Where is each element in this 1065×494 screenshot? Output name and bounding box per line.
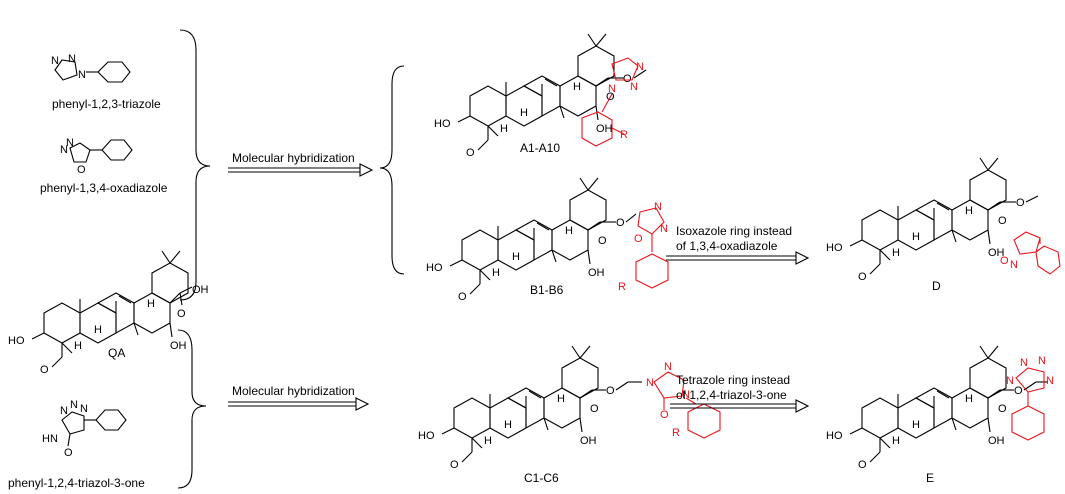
svg-text:O: O bbox=[598, 235, 607, 247]
hybrid-bottom-arrow: Molecular hybridization bbox=[228, 384, 370, 411]
svg-text:O: O bbox=[606, 385, 615, 397]
svg-text:O: O bbox=[616, 217, 625, 229]
tetrazole-line2: of 1,2,4-triazol-3-one bbox=[676, 388, 787, 402]
triazole-label: phenyl-1,2,3-triazole bbox=[52, 97, 161, 111]
svg-text:N: N bbox=[60, 405, 68, 417]
triazolone-fragment: N N HN N O phenyl-1,2,4-triazol-3-one bbox=[8, 399, 145, 490]
compound-c-label: C1-C6 bbox=[524, 471, 559, 485]
hybrid-top-arrow: Molecular hybridization bbox=[228, 151, 374, 177]
compound-e-tetrazole: N N N N E bbox=[926, 355, 1054, 485]
svg-text:O: O bbox=[623, 73, 632, 85]
svg-text:N: N bbox=[682, 389, 690, 401]
compound-b-label: B1-B6 bbox=[530, 283, 564, 297]
svg-text:N: N bbox=[66, 137, 74, 149]
svg-text:N: N bbox=[608, 83, 616, 95]
svg-text:O: O bbox=[998, 215, 1007, 227]
svg-text:R: R bbox=[620, 129, 628, 141]
tetrazole-line1: Tetrazole ring instead bbox=[676, 373, 790, 387]
qa-structure: OH O QA bbox=[7, 250, 209, 377]
svg-text:N: N bbox=[636, 61, 644, 73]
svg-text:O: O bbox=[660, 409, 669, 421]
svg-text:HN: HN bbox=[42, 433, 58, 445]
svg-text:R: R bbox=[672, 427, 680, 439]
svg-text:O: O bbox=[64, 447, 73, 459]
svg-text:N: N bbox=[80, 403, 88, 415]
compound-c: O O bbox=[417, 345, 642, 472]
compound-e-label: E bbox=[926, 471, 934, 485]
svg-text:N: N bbox=[60, 144, 68, 156]
compound-d: O O bbox=[825, 157, 1039, 284]
svg-text:N: N bbox=[51, 55, 59, 67]
svg-text:N: N bbox=[70, 399, 78, 411]
compound-e: O O bbox=[825, 345, 1048, 472]
svg-text:N: N bbox=[1010, 259, 1018, 271]
top-left-brace bbox=[179, 29, 211, 301]
svg-text:N: N bbox=[1020, 357, 1028, 369]
hybrid-top-label: Molecular hybridization bbox=[232, 151, 355, 165]
isoxazole-line1: Isoxazole ring instead bbox=[676, 224, 792, 238]
compound-b-oxadiazole: N N O R B1-B6 bbox=[530, 201, 669, 297]
compound-d-isoxazole: O N D bbox=[932, 231, 1061, 293]
svg-text:O: O bbox=[634, 233, 643, 245]
svg-text:N: N bbox=[664, 361, 672, 373]
compound-c-triazolone: N N N O R C1-C6 bbox=[524, 361, 721, 485]
triazolone-label: phenyl-1,2,4-triazol-3-one bbox=[8, 476, 145, 490]
isoxazole-line2: of 1,3,4-oxadiazole bbox=[676, 239, 778, 253]
svg-text:N: N bbox=[1046, 375, 1054, 387]
triazole-fragment: N N N phenyl-1,2,3-triazole bbox=[51, 53, 161, 111]
middle-brace bbox=[379, 65, 405, 275]
svg-text:N: N bbox=[654, 201, 662, 213]
svg-text:N: N bbox=[630, 81, 638, 93]
bottom-left-brace bbox=[177, 329, 207, 489]
qa-label: QA bbox=[108, 346, 125, 360]
svg-text:O: O bbox=[590, 403, 599, 415]
svg-text:O: O bbox=[1016, 197, 1025, 209]
compound-b: O O bbox=[425, 177, 637, 304]
svg-text:O: O bbox=[1000, 255, 1009, 267]
isoxazole-arrow: Isoxazole ring instead of 1,3,4-oxadiazo… bbox=[666, 224, 810, 265]
svg-text:R: R bbox=[618, 281, 626, 293]
compound-d-label: D bbox=[932, 279, 941, 293]
svg-text:N: N bbox=[1038, 355, 1046, 367]
svg-text:N: N bbox=[1006, 375, 1014, 387]
compound-a-label: A1-A10 bbox=[520, 141, 560, 155]
svg-text:N: N bbox=[660, 223, 668, 235]
svg-text:O: O bbox=[998, 403, 1007, 415]
svg-text:N: N bbox=[78, 69, 86, 81]
svg-text:O: O bbox=[77, 164, 86, 176]
svg-text:N: N bbox=[646, 377, 654, 389]
svg-text:O: O bbox=[177, 308, 186, 320]
oxadiazole-fragment: N N O phenyl-1,3,4-oxadiazole bbox=[40, 137, 168, 195]
compound-a-triazole: N N N R A1-A10 bbox=[520, 57, 644, 155]
tetrazole-arrow: Tetrazole ring instead of 1,2,4-triazol-… bbox=[670, 373, 810, 413]
oxadiazole-label: phenyl-1,3,4-oxadiazole bbox=[40, 181, 168, 195]
svg-text:N: N bbox=[68, 53, 76, 65]
hybrid-bottom-label: Molecular hybridization bbox=[232, 384, 355, 398]
svg-text:O: O bbox=[1014, 385, 1023, 397]
